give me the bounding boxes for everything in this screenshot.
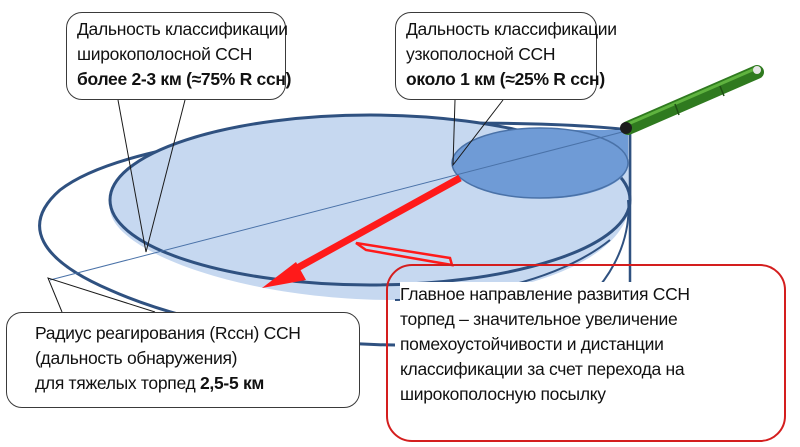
callout-value: более 2-3 км (≈75% R ссн) <box>77 69 292 89</box>
callout-text: Главное направление развития ССН <box>400 284 690 304</box>
callout-text: Дальность классификации <box>77 19 288 39</box>
main-direction-arrow <box>262 174 462 288</box>
wide-classification-callout: Дальность классификации широкополосной С… <box>66 12 292 100</box>
narrow-classification-zone <box>451 127 632 290</box>
callout-body: Главное направление развития ССН торпед … <box>400 282 776 407</box>
callout-value: 2,5-5 км <box>200 373 265 393</box>
callout-value: около 1 км (≈25% R ссн) <box>406 69 605 89</box>
main-direction-callout: Главное направление развития ССН торпед … <box>386 264 786 442</box>
callout-text: широкополосной ССН <box>77 44 253 64</box>
detection-radius-callout: Радиус реагирования (Rссн) ССН (дальност… <box>6 312 360 408</box>
callout-text-row: для тяжелых торпед 2,5-5 км <box>35 371 351 396</box>
torpedo-icon <box>620 65 764 135</box>
callout-text: Радиус реагирования (Rссн) ССН <box>35 323 301 343</box>
callout-text: узкополосной ССН <box>406 44 556 64</box>
callout-text: торпед – значительное увеличение <box>400 309 678 329</box>
callout-text: классификации за счет перехода на <box>400 359 685 379</box>
callout-text: широкополосную посылку <box>400 384 606 404</box>
narrow-classification-callout: Дальность классификации узкополосной ССН… <box>395 12 617 100</box>
callout-pointers <box>47 99 504 313</box>
radius-line <box>49 129 631 281</box>
callout-text: Дальность классификации <box>406 19 617 39</box>
callout-text: (дальность обнаружения) <box>35 348 238 368</box>
callout-text: помехоустойчивости и дистанции <box>400 334 664 354</box>
callout-text: для тяжелых торпед <box>35 373 200 393</box>
